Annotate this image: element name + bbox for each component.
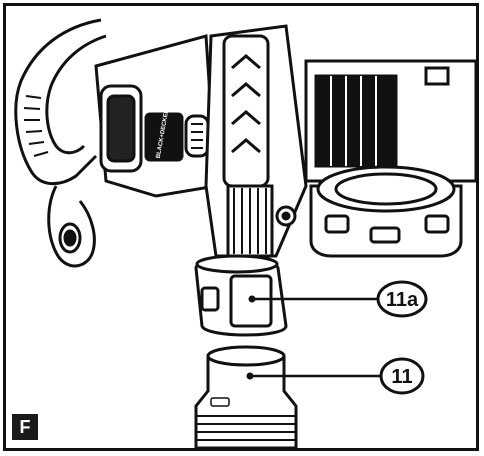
figure-letter-badge: F [12,414,38,440]
tool-handle [14,18,107,268]
callout-11a: 11a [248,280,428,318]
callout-11a-label: 11a [386,289,419,311]
outlet-collar [194,254,288,337]
intake-port [309,165,463,258]
central-duct [204,24,308,258]
blower-vacuum-illustration: BLACK+DECKER [14,18,476,448]
side-housing [304,59,476,183]
figure-frame: BLACK+DECKER [3,3,479,451]
callout-11: 11 [246,357,425,395]
motor-housing [94,34,218,198]
callout-11-label: 11 [391,366,412,388]
blower-tube [194,345,298,448]
